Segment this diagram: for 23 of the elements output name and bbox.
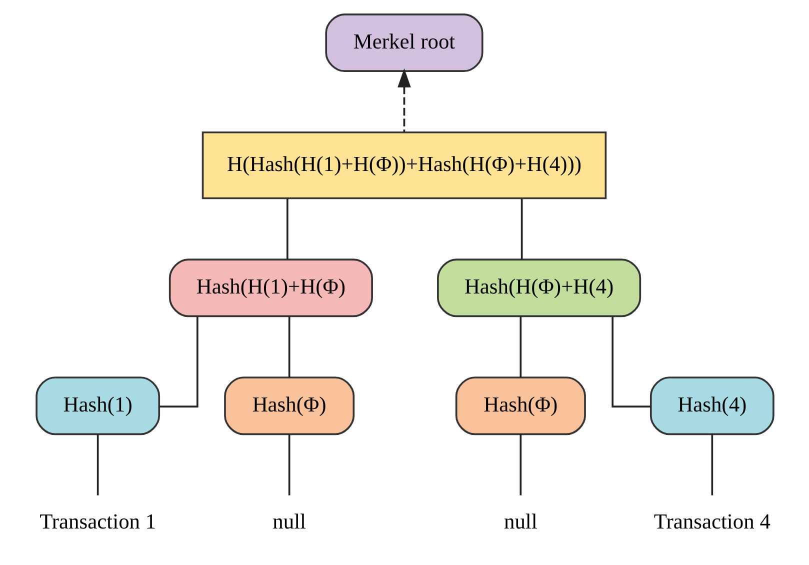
node-text: Transaction 1 xyxy=(39,510,156,534)
node-box: Hash(1) xyxy=(35,376,160,436)
connector xyxy=(519,316,522,378)
node-box: Hash(4) xyxy=(649,376,774,436)
connector xyxy=(288,316,290,378)
node-text: Transaction 4 xyxy=(653,510,770,534)
node-box: H(Hash(H(1)+H(Φ))+Hash(H(Φ)+H(4))) xyxy=(201,131,606,200)
node-box: Hash(H(1)+H(Φ) xyxy=(168,258,372,318)
connector xyxy=(286,198,288,260)
connector xyxy=(710,434,713,496)
connector xyxy=(611,316,650,408)
connector xyxy=(288,434,290,496)
connector xyxy=(158,316,198,408)
node-box: Hash(Φ) xyxy=(454,376,586,436)
connector xyxy=(519,434,522,496)
node-box: Merkel root xyxy=(324,13,483,72)
node-text: null xyxy=(272,510,306,534)
node-box: Hash(H(Φ)+H(4) xyxy=(436,258,641,318)
node-box: Hash(Φ) xyxy=(224,376,354,436)
connector xyxy=(520,198,522,260)
arrow xyxy=(397,68,410,132)
node-text: null xyxy=(503,510,537,534)
connector xyxy=(96,434,98,496)
